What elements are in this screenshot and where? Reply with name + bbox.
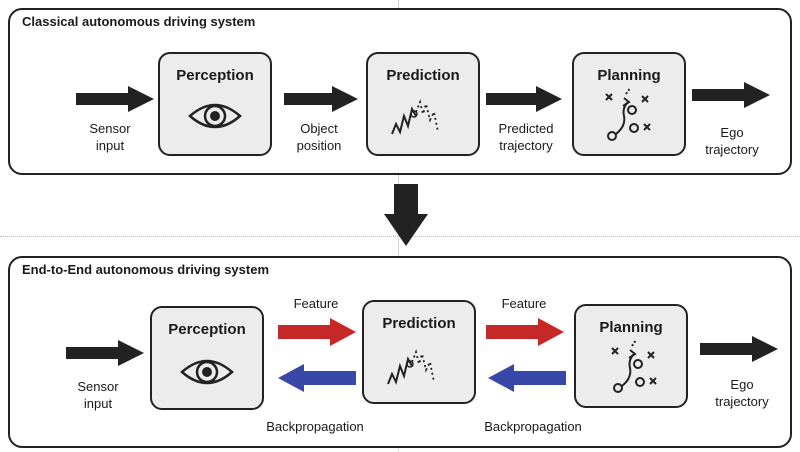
perception-module-e2e: Perception <box>150 306 264 410</box>
feature-arrow-right-icon <box>486 318 564 346</box>
backprop-arrow-left-icon <box>278 364 356 392</box>
trajectory-chart-icon <box>391 99 439 135</box>
planning-module: Planning <box>572 52 686 156</box>
eye-icon <box>188 103 242 129</box>
ego-trajectory-arrow-icon-e2e <box>700 336 778 362</box>
perception-label-e2e: Perception <box>168 321 246 338</box>
backprop-caption-left: Backpropagation <box>266 419 364 434</box>
backprop-arrow-right-icon <box>488 364 566 392</box>
object-position-arrow-icon <box>284 86 358 112</box>
predicted-trajectory-arrow-icon <box>486 86 562 112</box>
end-to-end-panel-title: End-to-End autonomous driving system <box>22 262 270 277</box>
play-diagram-icon <box>605 87 651 141</box>
classical-panel-title: Classical autonomous driving system <box>22 14 256 29</box>
planning-label-e2e: Planning <box>599 319 663 336</box>
sensor-input-arrow-icon-e2e <box>66 340 144 366</box>
perception-label: Perception <box>176 67 254 84</box>
prediction-module: Prediction <box>366 52 480 156</box>
sensor-input-arrow-icon <box>76 86 154 112</box>
ego-trajectory-arrow-icon <box>692 82 770 108</box>
play-diagram-icon-e2e <box>611 339 657 393</box>
prediction-module-e2e: Prediction <box>362 300 476 404</box>
prediction-label: Prediction <box>386 67 460 84</box>
feature-arrow-left-icon <box>278 318 356 346</box>
feature-caption-right: Feature <box>501 296 547 311</box>
backprop-caption-right: Backpropagation <box>484 419 582 434</box>
feature-caption-left: Feature <box>293 296 339 311</box>
planning-label: Planning <box>597 67 661 84</box>
perception-module: Perception <box>158 52 272 156</box>
planning-module-e2e: Planning <box>574 304 688 408</box>
trajectory-chart-icon-e2e <box>387 349 435 385</box>
eye-icon-e2e <box>180 359 234 385</box>
prediction-label-e2e: Prediction <box>382 315 456 332</box>
transition-down-arrow-icon <box>384 184 428 246</box>
